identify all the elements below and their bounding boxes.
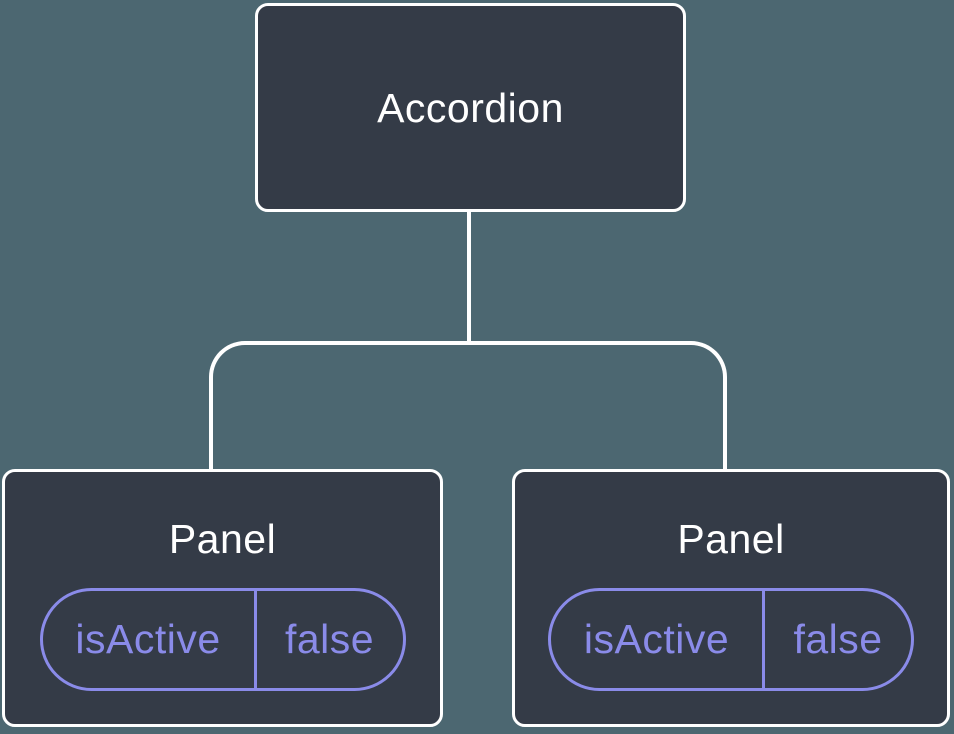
state-name-left: isActive — [43, 591, 257, 688]
state-value-left: false — [284, 616, 375, 662]
state-pill-right: isActive false — [548, 588, 914, 691]
state-value-right: false — [793, 616, 883, 662]
connector-stem — [467, 211, 471, 345]
panel-left-label: Panel — [168, 516, 277, 562]
state-name-right: isActive — [551, 591, 765, 688]
panel-node-right: Panel isActive false — [512, 469, 950, 727]
root-node-accordion: Accordion — [255, 3, 686, 212]
root-node-label: Accordion — [377, 84, 564, 131]
panel-node-left: Panel isActive false — [2, 469, 443, 727]
state-pill-left: isActive false — [39, 588, 406, 691]
panel-right-label: Panel — [677, 516, 785, 562]
connector-bracket — [209, 341, 727, 472]
